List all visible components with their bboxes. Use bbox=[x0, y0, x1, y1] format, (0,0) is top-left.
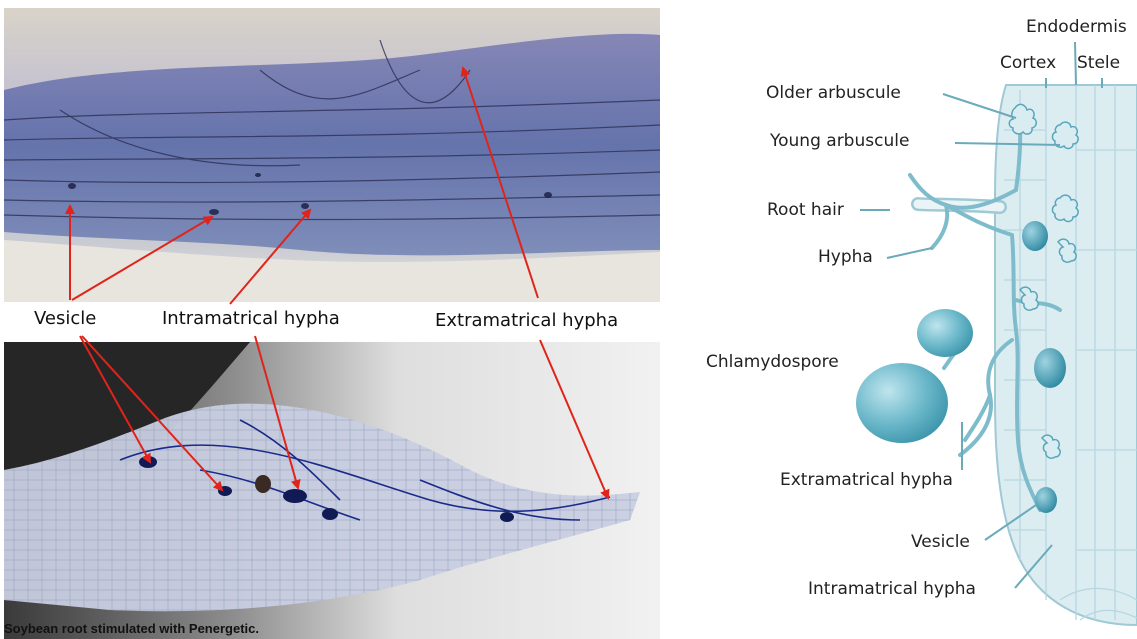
label-endodermis: Endodermis bbox=[1026, 17, 1127, 37]
label-older-arbuscule: Older arbuscule bbox=[766, 83, 901, 103]
label-extramatrical-hypha-photo: Extramatrical hypha bbox=[435, 310, 618, 331]
label-vesicle-photo: Vesicle bbox=[34, 308, 96, 329]
label-cortex: Cortex bbox=[1000, 53, 1056, 73]
label-intramatrical-hypha-photo: Intramatrical hypha bbox=[162, 308, 340, 329]
label-vesicle-diagram: Vesicle bbox=[911, 532, 970, 552]
label-intramatrical-hypha-diagram: Intramatrical hypha bbox=[808, 579, 976, 599]
label-root-hair: Root hair bbox=[767, 200, 844, 220]
label-stele: Stele bbox=[1077, 53, 1120, 73]
label-chlamydospore: Chlamydospore bbox=[706, 352, 839, 372]
label-extramatrical-hypha-diagram: Extramatrical hypha bbox=[780, 470, 953, 490]
label-hypha: Hypha bbox=[818, 247, 873, 267]
photo-caption: Soybean root stimulated with Penergetic. bbox=[4, 621, 259, 636]
label-young-arbuscule: Young arbuscule bbox=[770, 131, 909, 151]
